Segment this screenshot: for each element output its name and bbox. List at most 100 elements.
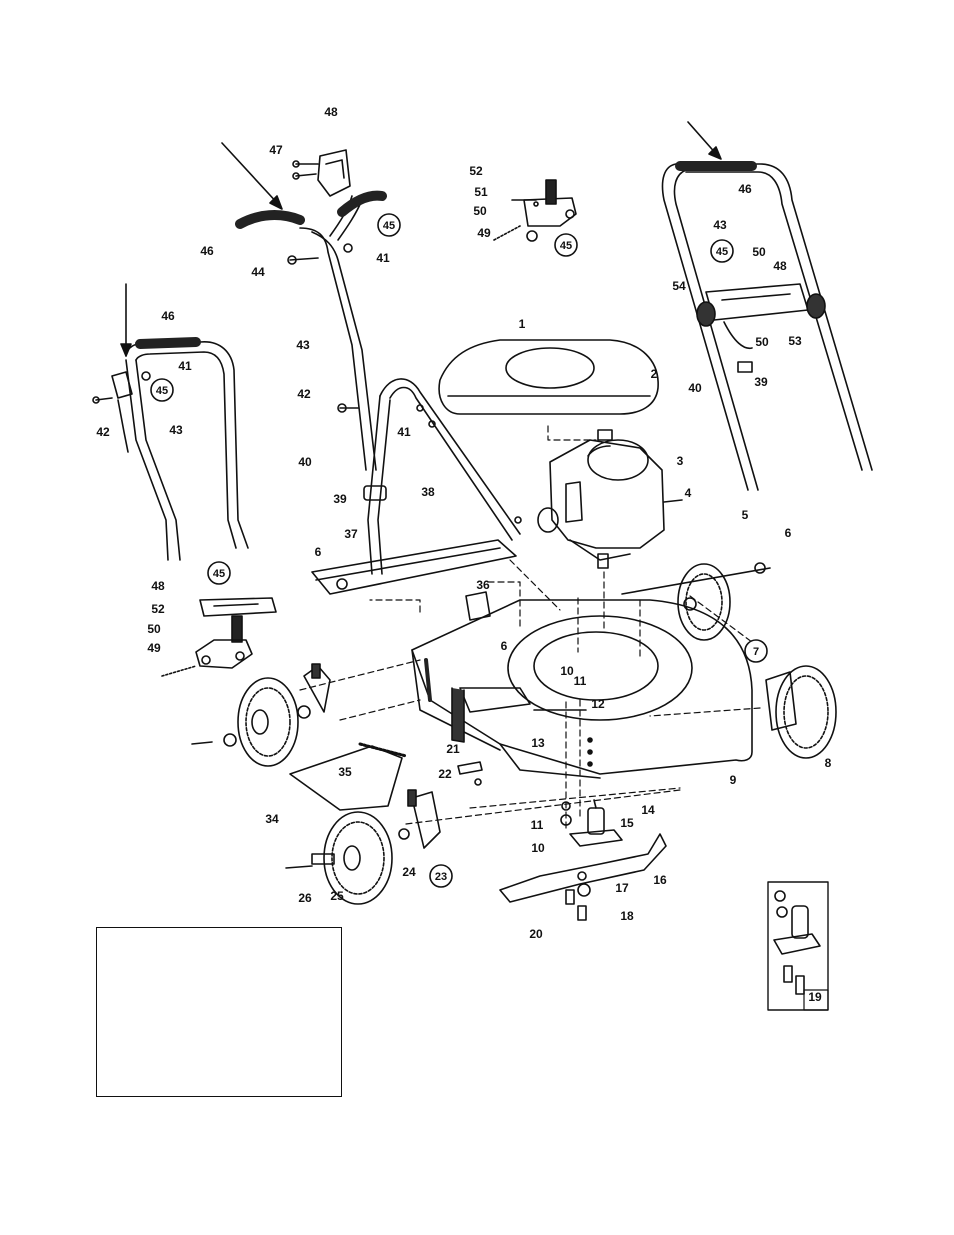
wheel-rear-left [192,664,330,766]
callout-number: 43 [713,218,727,232]
callout-number: 36 [476,578,490,592]
callout-18: 18 [620,909,634,923]
blade-adapter [561,800,622,846]
callout-number: 46 [161,309,175,323]
callout-number: 45 [156,385,168,397]
callout-number: 48 [773,259,787,273]
callout-number: 50 [147,622,161,636]
callout-number: 23 [435,871,447,883]
callout-16: 16 [653,873,667,887]
callout-11: 11 [531,818,544,832]
callout-48: 48 [773,259,787,273]
callout-number: 52 [469,164,483,178]
callout-48: 48 [151,579,165,593]
callout-5: 5 [742,508,749,522]
callout-20: 20 [529,927,543,941]
callout-number: 45 [560,240,572,252]
callout-52: 52 [469,164,483,178]
callout-number: 40 [298,455,312,469]
callout-number: 15 [620,816,634,830]
callout-number: 10 [560,664,574,678]
callout-45: 45 [711,240,733,262]
wheel-front-left [286,790,440,904]
callout-46: 46 [200,244,214,258]
callout-50: 50 [752,245,766,259]
callout-3: 3 [677,454,684,468]
callout-number: 25 [330,889,344,903]
callout-number: 24 [402,865,416,879]
callout-39: 39 [333,492,347,506]
callout-49: 49 [147,641,161,655]
callout-number: 18 [620,909,634,923]
callout-45: 45 [208,562,230,584]
callout-number: 6 [315,545,322,559]
callout-number: 45 [383,220,395,232]
arrow-pointer-right-handle [688,122,721,159]
arrow-pointer-left-handle [121,284,131,356]
callout-number: 40 [688,381,702,395]
callout-number: 53 [788,334,802,348]
callout-46: 46 [738,182,752,196]
callout-43: 43 [296,338,310,352]
callout-number: 41 [376,251,390,265]
callout-4: 4 [685,486,692,500]
callout-number: 4 [685,486,692,500]
callout-number: 19 [808,990,822,1004]
wheel-rear-right [622,563,770,640]
callout-number: 51 [474,185,488,199]
callout-number: 39 [333,492,347,506]
callout-40: 40 [298,455,312,469]
blade [500,834,666,920]
callout-number: 49 [147,641,161,655]
callout-17: 17 [615,881,629,895]
callout-1: 1 [519,317,526,331]
callout-number: 45 [213,568,225,580]
callout-number: 13 [531,736,545,750]
callout-number: 54 [672,279,686,293]
callout-51: 51 [474,185,488,199]
callout-number: 44 [251,265,265,279]
callout-number: 43 [169,423,183,437]
callout-number: 45 [716,246,728,258]
callout-10: 10 [531,841,545,855]
notes-box [96,927,342,1097]
callout-number: 6 [785,526,792,540]
baffle-bracket [458,762,482,785]
callout-number: 2 [651,367,658,381]
callout-number: 48 [324,105,338,119]
callout-number: 46 [200,244,214,258]
callout-number: 52 [151,602,165,616]
callout-number: 47 [269,143,283,157]
engine [538,430,682,568]
callout-number: 46 [738,182,752,196]
callout-number: 37 [344,527,358,541]
callout-46: 46 [161,309,175,323]
callout-41: 41 [397,425,411,439]
callout-12: 12 [591,697,605,711]
callout-number: 26 [298,891,312,905]
callout-6: 6 [785,526,792,540]
callout-19: 19 [808,990,822,1004]
callout-50: 50 [473,204,487,218]
callout-34: 34 [265,812,279,826]
callout-number: 35 [338,765,352,779]
callout-number: 50 [473,204,487,218]
callout-52: 52 [151,602,165,616]
callout-number: 50 [755,335,769,349]
callout-38: 38 [421,485,435,499]
callout-7: 7 [745,640,767,662]
callout-45: 45 [555,234,577,256]
callout-36: 36 [476,578,490,592]
callout-42: 42 [96,425,110,439]
callout-42: 42 [297,387,311,401]
callout-47: 47 [269,143,283,157]
wheel-front-right [766,666,836,758]
callout-49: 49 [477,226,491,240]
callout-number: 22 [438,767,452,781]
callout-number: 42 [96,425,110,439]
callout-number: 16 [653,873,667,887]
callout-number: 21 [446,742,460,756]
callout-2: 2 [651,367,658,381]
callout-number: 20 [529,927,543,941]
